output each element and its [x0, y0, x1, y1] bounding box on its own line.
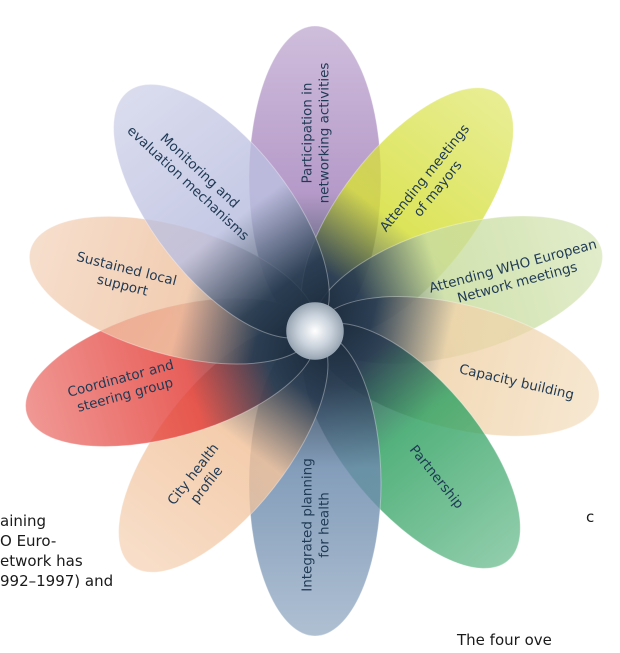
body-text-line: 992–1997) and [0, 572, 114, 590]
petal-layer [25, 25, 604, 637]
body-text-left: aining O Euro- etwork has 992–1997) and [0, 511, 113, 591]
petal-label: Integrated planningfor health [300, 458, 333, 592]
body-text-line: aining [0, 512, 47, 530]
body-text-bottom-right: The four ove [457, 631, 552, 649]
body-text-line: etwork has [0, 552, 83, 570]
petal-label-line: networking activities [317, 63, 333, 204]
petal-label: Participation innetworking activities [300, 63, 333, 204]
petal-label-line: Participation in [300, 83, 316, 184]
petal-label-line: Integrated planning [300, 458, 316, 592]
center-disc [286, 302, 344, 360]
body-text-line: O Euro- [0, 532, 57, 550]
petal-label-line: for health [317, 492, 333, 558]
body-text-right-fragment: c [586, 508, 595, 526]
